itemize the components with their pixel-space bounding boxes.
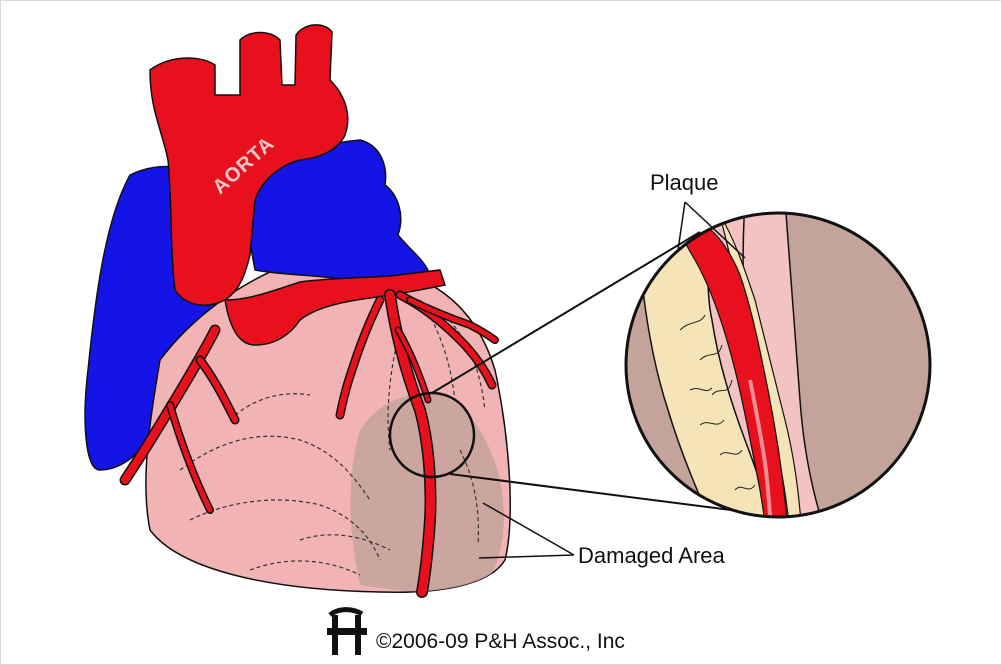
copyright-text: ©2006-09 P&H Assoc., Inc (376, 630, 625, 653)
damaged-area-label: Damaged Area (578, 543, 726, 568)
plaque-label: Plaque (650, 170, 719, 195)
